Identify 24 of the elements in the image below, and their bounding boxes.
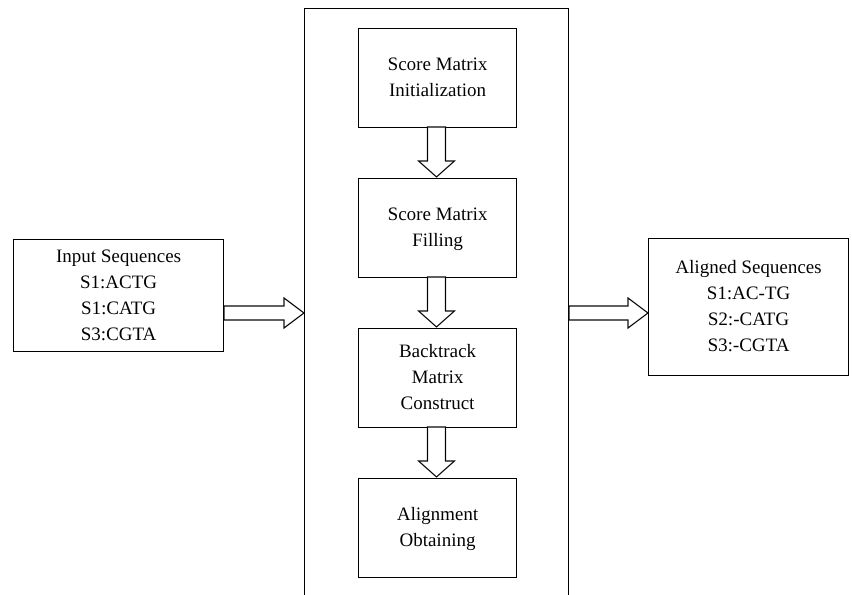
box-heading: Score Matrix Filling: [386, 203, 488, 253]
block-arrow: [416, 426, 456, 478]
process-box: [13, 239, 224, 352]
sequence-text: S2:-CATG: [708, 308, 790, 332]
process-box: [358, 328, 517, 428]
sequence-text: S1:CATG: [81, 296, 156, 320]
process-box: [648, 238, 849, 376]
box-heading: Aligned Sequences: [675, 256, 822, 280]
sequence-text: S1:ACTG: [80, 270, 158, 294]
block-arrow: [568, 296, 649, 330]
block-arrow: [416, 276, 456, 328]
box-heading: Score Matrix Initialization: [386, 53, 488, 103]
process-box: [358, 28, 517, 128]
box-heading: Backtrack Matrix Construct: [398, 340, 477, 416]
container-box: [304, 8, 569, 595]
process-box: [358, 478, 517, 578]
block-arrow: [223, 296, 305, 330]
box-heading: Alignment Obtaining: [396, 503, 480, 553]
block-arrow: [416, 126, 456, 178]
process-box: [358, 178, 517, 278]
sequence-text: S1:AC-TG: [706, 282, 790, 306]
sequence-text: S3:-CGTA: [708, 334, 790, 358]
box-heading: Input Sequences: [56, 244, 182, 268]
sequence-text: S3:CGTA: [80, 322, 156, 346]
